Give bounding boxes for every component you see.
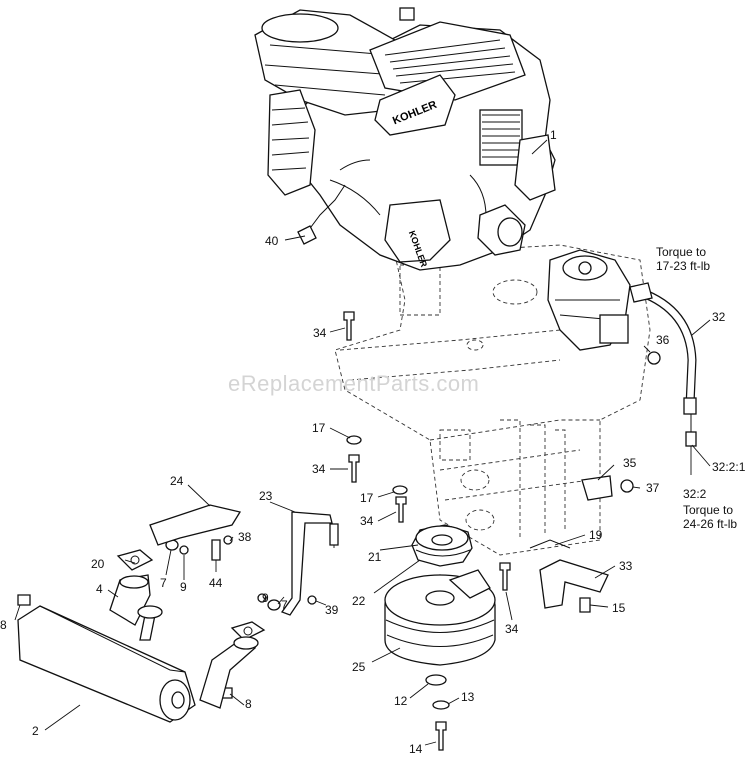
callout-9-left[interactable]: 9	[180, 580, 187, 594]
torque-note-top-line2: 17-23 ft-lb	[656, 259, 711, 273]
clutch-bracket	[539, 559, 609, 609]
callout-39[interactable]: 39	[325, 603, 339, 617]
hydro-pump	[547, 249, 631, 351]
callout-13[interactable]: 13	[461, 690, 475, 704]
gaskets	[116, 549, 266, 641]
muffler	[17, 574, 259, 723]
callout-2[interactable]: 2	[32, 724, 39, 738]
callout-36[interactable]: 36	[656, 333, 670, 347]
callout-19[interactable]: 19	[589, 528, 603, 542]
callout-9-right[interactable]: 9	[262, 591, 269, 605]
callout-32-2[interactable]: 32:2	[683, 487, 707, 501]
callout-34-mid[interactable]: 34	[312, 462, 326, 476]
callout-12[interactable]: 12	[394, 694, 408, 708]
hydraulic-hose	[629, 282, 697, 447]
callout-40[interactable]: 40	[265, 234, 279, 248]
callout-7-right[interactable]: 7	[281, 598, 288, 612]
torque-note-bottom: Torque to 24-26 ft-lb	[683, 503, 737, 531]
callout-17-upper[interactable]: 17	[312, 421, 326, 435]
callout-24[interactable]: 24	[170, 474, 184, 488]
callout-23[interactable]: 23	[259, 489, 273, 503]
muffler-bracket-upper	[149, 504, 242, 546]
callout-34-bottom[interactable]: 34	[505, 622, 519, 636]
watermark: eReplacementParts.com	[228, 371, 480, 396]
callout-4[interactable]: 4	[96, 582, 103, 596]
pulley	[411, 524, 473, 567]
callout-14[interactable]: 14	[409, 742, 423, 756]
callout-34-upper[interactable]: 34	[313, 326, 327, 340]
callout-22[interactable]: 22	[352, 594, 366, 608]
torque-note-bottom-line2: 24-26 ft-lb	[683, 517, 738, 531]
pto-clutch	[384, 539, 571, 666]
callout-38[interactable]: 38	[238, 530, 252, 544]
callout-44[interactable]: 44	[209, 576, 223, 590]
leader-lines	[14, 139, 711, 746]
callout-32[interactable]: 32	[712, 310, 726, 324]
callout-33[interactable]: 33	[619, 559, 633, 573]
callout-7-left[interactable]: 7	[160, 576, 167, 590]
frame-chassis	[334, 244, 651, 556]
callout-25[interactable]: 25	[352, 660, 366, 674]
callout-15[interactable]: 15	[612, 601, 626, 615]
callout-1[interactable]: 1	[550, 128, 557, 142]
callout-37[interactable]: 37	[646, 481, 660, 495]
callout-35[interactable]: 35	[623, 456, 637, 470]
callout-21[interactable]: 21	[368, 550, 382, 564]
callout-8-left[interactable]: 8	[0, 618, 7, 632]
callout-34-lower[interactable]: 34	[360, 514, 374, 528]
torque-note-top: Torque to 17-23 ft-lb	[656, 245, 710, 273]
fasteners	[17, 311, 661, 751]
callout-32-2-1[interactable]: 32:2:1	[712, 460, 746, 474]
callout-8-right[interactable]: 8	[245, 697, 252, 711]
callout-17-lower[interactable]: 17	[360, 491, 374, 505]
torque-note-top-line1: Torque to	[656, 245, 707, 259]
muffler-bracket-long	[280, 511, 333, 616]
engine-assembly: KOHLER KOHLER	[254, 7, 556, 271]
torque-note-bottom-line1: Torque to	[683, 503, 734, 517]
callout-20[interactable]: 20	[91, 557, 105, 571]
